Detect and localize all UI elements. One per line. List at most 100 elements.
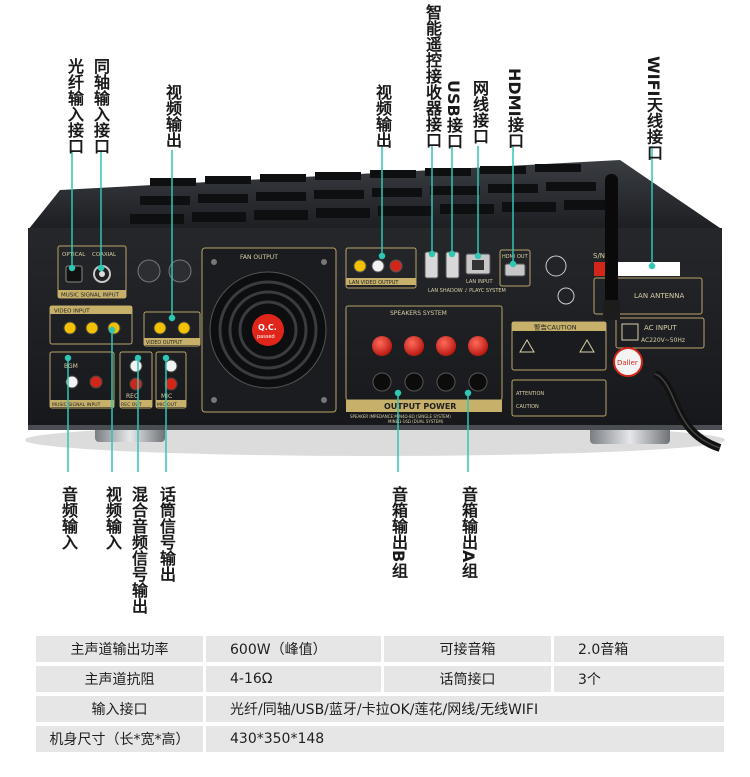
- mic-port-red[interactable]: [164, 377, 178, 391]
- spec-key: 可接音箱: [384, 636, 551, 662]
- qc-badge: [252, 314, 284, 346]
- mic-port-white[interactable]: [164, 359, 178, 373]
- speaker-b-black-2[interactable]: [404, 372, 424, 392]
- speaker-impedance-text: SPEAKER IMPEDANCE:MIN4Ω-8Ω (SINGLE SYSTE…: [350, 414, 451, 419]
- coaxial-text: COAXIAL: [92, 252, 117, 258]
- label-network: 网线接口: [470, 80, 489, 144]
- speaker-a-red-1[interactable]: [436, 336, 456, 356]
- speaker-b-red-1[interactable]: [372, 336, 392, 356]
- spec-row: 主声道抗阻 4-16Ω 话筒接口 3个: [36, 666, 724, 692]
- ac-input-text: AC INPUT: [644, 324, 677, 332]
- label-speaker-output-a: 音箱输出A组: [459, 486, 478, 579]
- label-coaxial-input: 同轴输入接口: [91, 58, 110, 154]
- speaker-b-red-2[interactable]: [404, 336, 424, 356]
- mic-out-text: MIC OUT: [157, 402, 177, 408]
- spec-row: 输入接口 光纤/同轴/USB/蓝牙/卡拉OK/莲花/网线/无线WIFI: [36, 696, 724, 722]
- music-signal-input2-text: MUSIC SIGNAL INPUT: [52, 402, 101, 408]
- spec-row: 机身尺寸（长*宽*高） 430*350*148: [36, 726, 724, 752]
- rec-text: REC: [126, 393, 138, 400]
- lan-video-port-2[interactable]: [371, 259, 385, 273]
- caution-text: CAUTION: [516, 404, 539, 410]
- spec-value: 光纤/同轴/USB/蓝牙/卡拉OK/莲花/网线/无线WIFI: [206, 696, 724, 722]
- lan-video-output-block: [345, 247, 417, 289]
- optical-text: OPTICAL: [62, 252, 86, 258]
- hdmi-out-text: HDMI OUT: [502, 254, 529, 260]
- ac-voltage-text: AC220V~50Hz: [641, 337, 685, 344]
- qc-badge-subtext: passed: [257, 334, 275, 340]
- bgm-port-white[interactable]: [65, 375, 79, 389]
- spec-value: 4-16Ω: [206, 666, 381, 692]
- speaker-impedance2-text: MIN8Ω-16Ω (DUAL SYSTEM): [388, 419, 444, 424]
- brand-sticker: [613, 347, 643, 377]
- speaker-a-black-2[interactable]: [468, 372, 488, 392]
- logo-1: [137, 259, 161, 283]
- label-wifi-antenna: WIFI天线接口: [644, 56, 663, 161]
- speaker-a-red-2[interactable]: [468, 336, 488, 356]
- video-output-text: VIDEO OUTPUT: [146, 340, 182, 346]
- bgm-text: BGM: [64, 363, 78, 370]
- panel-bottom-edge: [28, 425, 722, 430]
- output-power-band: [346, 400, 502, 412]
- bgm-block: [49, 351, 115, 409]
- video-out-port-1[interactable]: [153, 321, 167, 335]
- spec-value: 2.0音箱: [554, 636, 724, 662]
- label-mix-audio-output: 混合音频信号输出: [129, 486, 148, 614]
- spec-value: 430*350*148: [206, 726, 724, 752]
- spec-key: 机身尺寸（长*宽*高）: [36, 726, 203, 752]
- video-in-port-2[interactable]: [85, 321, 99, 335]
- mic-block: [155, 351, 187, 409]
- product-rear-photo: OPTICAL COAXIAL MUSIC SIGNAL INPUT FAN O…: [25, 4, 725, 614]
- spec-value: 600W（峰值）: [206, 636, 381, 662]
- output-power-text: OUTPUT POWER: [384, 402, 456, 411]
- label-usb: USB接口: [444, 80, 463, 149]
- bgm-port-red[interactable]: [89, 375, 103, 389]
- rec-port-white[interactable]: [129, 359, 143, 373]
- warning-text: 警告CAUTION: [534, 323, 577, 332]
- speaker-b-black-1[interactable]: [372, 372, 392, 392]
- spec-key: 主声道输出功率: [36, 636, 203, 662]
- attention-block: [511, 379, 607, 417]
- lan-video-port-3[interactable]: [389, 259, 403, 273]
- label-lan-video-output: 视频输出: [373, 84, 392, 148]
- shadow: [25, 424, 725, 456]
- music-signal-input-band: [58, 290, 126, 298]
- rec-out-text: REC OUT: [121, 402, 142, 408]
- logo-2: [168, 259, 192, 283]
- lan-antenna-text: LAN ANTENNA: [634, 292, 685, 300]
- spec-value: 3个: [554, 666, 724, 692]
- music-signal-input-text: MUSIC SIGNAL INPUT: [61, 293, 120, 299]
- brand-sticker-text: Daller: [617, 359, 638, 367]
- label-optical-input: 光纤输入接口: [65, 58, 84, 154]
- label-audio-input: 音频输入: [59, 486, 78, 550]
- speakers-system-text: SPEAKERS SYSTEM: [390, 310, 447, 317]
- lan-input-text: LAN INPUT: [466, 279, 494, 285]
- rec-port-red[interactable]: [129, 377, 143, 391]
- lan-video-port-1[interactable]: [353, 259, 367, 273]
- video-out-port-2[interactable]: [177, 321, 191, 335]
- lan-antenna-block: [593, 277, 703, 315]
- hdmi-block: [499, 249, 531, 287]
- spec-key: 输入接口: [36, 696, 203, 722]
- qc-badge-text: Q.C.: [258, 323, 277, 332]
- video-in-port-1[interactable]: [63, 321, 77, 335]
- speaker-terminals: [372, 336, 488, 392]
- lan-shadow-text: LAN SHADOW ♪ PLAYC SYSTEM: [428, 288, 506, 294]
- label-remote-receiver: 智能遥控接收器接口: [423, 4, 442, 148]
- sn-text: S/N: [593, 252, 605, 260]
- ac-input-block: [615, 317, 705, 349]
- rec-block: [119, 351, 153, 409]
- fan-output-text: FAN OUTPUT: [240, 254, 278, 261]
- spec-key: 主声道抗阻: [36, 666, 203, 692]
- ccc-logo: [545, 255, 567, 277]
- ten-logo: [557, 287, 575, 305]
- lan-video-output-text: LAN VIDEO OUTPUT: [349, 280, 399, 286]
- video-input-text: VIDEO INPUT: [54, 309, 90, 315]
- attention-text: ATTENTION: [516, 391, 544, 397]
- label-speaker-output-b: 音箱输出B组: [389, 486, 408, 579]
- wifi-antenna[interactable]: [605, 174, 618, 320]
- spec-table: 主声道输出功率 600W（峰值） 可接音箱 2.0音箱 主声道抗阻 4-16Ω …: [36, 636, 724, 756]
- speaker-a-black-1[interactable]: [436, 372, 456, 392]
- spec-key: 话筒接口: [384, 666, 551, 692]
- annotation-lines: [64, 146, 656, 472]
- label-video-output-left: 视频输出: [163, 84, 182, 148]
